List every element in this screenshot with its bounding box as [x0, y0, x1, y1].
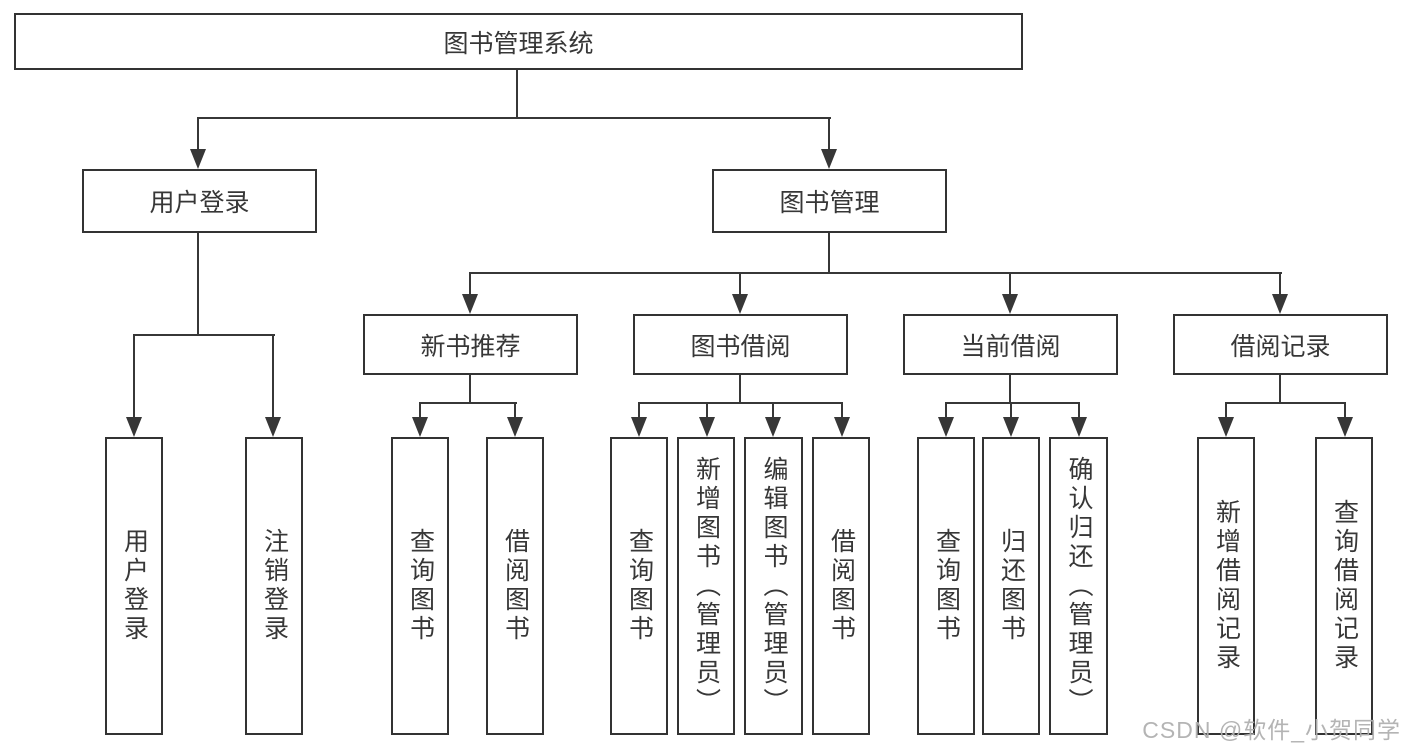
node-book-borrowing: 图书借阅	[633, 314, 848, 375]
connector-arrow-borrowing-leaf-4	[834, 417, 850, 437]
connector-login-vline	[197, 233, 199, 336]
connector-arrow-book-borrow	[732, 294, 748, 314]
connector-arrow-borrowing-leaf-1	[631, 417, 647, 437]
connector-arrow-records-leaf-1	[1218, 417, 1234, 437]
connector-arrow-borrowing-leaf-3	[765, 417, 781, 437]
connector-mgmt-stub-4	[1279, 272, 1281, 296]
node-borrowing-records: 借阅记录	[1173, 314, 1388, 375]
connector-mgmt-vline	[828, 233, 830, 274]
connector-arrow-recommend-leaf-2	[507, 417, 523, 437]
connector-login-hline	[133, 334, 275, 336]
connector-current-stub-1	[945, 402, 947, 419]
connector-borrowing-hline	[638, 402, 843, 404]
connector-arrow-borrow-records	[1272, 294, 1288, 314]
connector-borrowing-stub-2	[706, 402, 708, 419]
connector-records-hline	[1225, 402, 1346, 404]
connector-borrowing-vline	[739, 375, 741, 404]
connector-arrow-recommend-leaf-1	[412, 417, 428, 437]
connector-current-hline	[945, 402, 1080, 404]
connector-arrow-current-borrow	[1002, 294, 1018, 314]
csdn-watermark: CSDN @软件_小贺同学	[1142, 717, 1401, 743]
node-book-management: 图书管理	[712, 169, 947, 233]
node-query-books-current: 查询图书	[917, 437, 975, 735]
node-borrow-books-recommend: 借阅图书	[486, 437, 544, 735]
connector-arrow-borrowing-leaf-2	[699, 417, 715, 437]
connector-login-stub-2	[272, 334, 274, 419]
connector-recommend-stub-2	[514, 402, 516, 419]
connector-arrow-login-leaf-2	[265, 417, 281, 437]
connector-arrow-book-mgmt	[821, 149, 837, 169]
connector-mgmt-stub-2	[739, 272, 741, 296]
connector-records-vline	[1279, 375, 1281, 404]
connector-records-stub-2	[1344, 402, 1346, 419]
connector-arrow-records-leaf-2	[1337, 417, 1353, 437]
node-query-books-recommend: 查询图书	[391, 437, 449, 735]
connector-current-vline	[1009, 375, 1011, 404]
connector-arrow-current-leaf-2	[1003, 417, 1019, 437]
connector-user-login-stub	[197, 117, 199, 151]
connector-mgmt-hline	[469, 272, 1282, 274]
node-user-login-action: 用户登录	[105, 437, 163, 735]
connector-arrow-current-leaf-3	[1071, 417, 1087, 437]
connector-recommend-hline	[419, 402, 517, 404]
node-new-book-recommendation: 新书推荐	[363, 314, 578, 375]
node-add-borrow-record: 新增借阅记录	[1197, 437, 1255, 735]
node-current-borrowing: 当前借阅	[903, 314, 1118, 375]
node-query-books-borrowing: 查询图书	[610, 437, 668, 735]
connector-root-hline	[197, 117, 831, 119]
connector-arrow-user-login	[190, 149, 206, 169]
connector-mgmt-stub-3	[1009, 272, 1011, 296]
node-borrow-books: 借阅图书	[812, 437, 870, 735]
connector-arrow-new-book	[462, 294, 478, 314]
connector-book-mgmt-stub	[828, 117, 830, 151]
node-add-books-admin: 新增图书（管理员）	[677, 437, 735, 735]
node-confirm-return-admin: 确认归还（管理员）	[1049, 437, 1108, 735]
connector-arrow-current-leaf-1	[938, 417, 954, 437]
connector-borrowing-stub-3	[772, 402, 774, 419]
connector-root-vline	[516, 69, 518, 118]
connector-borrowing-stub-1	[638, 402, 640, 419]
node-return-books: 归还图书	[982, 437, 1040, 735]
connector-current-stub-2	[1010, 402, 1012, 419]
connector-recommend-vline	[469, 375, 471, 404]
connector-current-stub-3	[1078, 402, 1080, 419]
connector-records-stub-1	[1225, 402, 1227, 419]
node-edit-books-admin: 编辑图书（管理员）	[744, 437, 803, 735]
connector-borrowing-stub-4	[841, 402, 843, 419]
node-query-borrow-record: 查询借阅记录	[1315, 437, 1373, 735]
connector-login-stub-1	[133, 334, 135, 419]
node-user-login: 用户登录	[82, 169, 317, 233]
node-library-management-system: 图书管理系统	[14, 13, 1023, 70]
connector-mgmt-stub-1	[469, 272, 471, 296]
connector-arrow-login-leaf-1	[126, 417, 142, 437]
connector-recommend-stub-1	[419, 402, 421, 419]
node-logout-action: 注销登录	[245, 437, 303, 735]
